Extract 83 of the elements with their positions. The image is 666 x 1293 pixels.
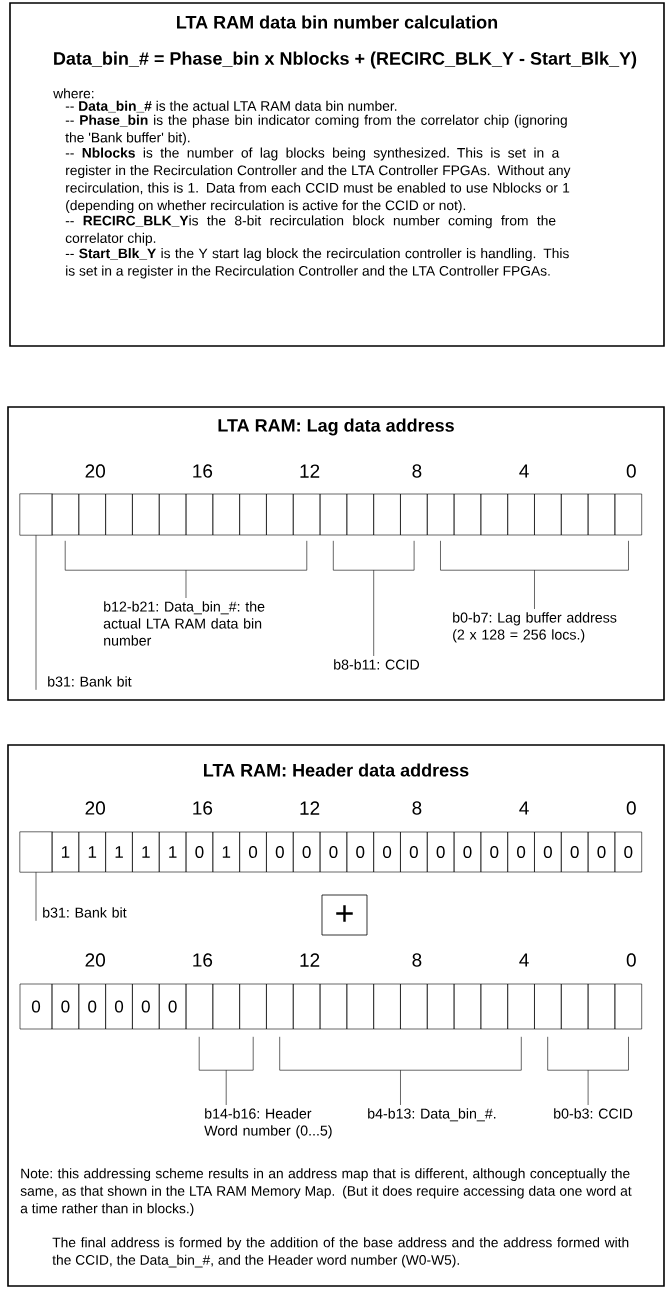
leader-line [185, 569, 187, 599]
bit-cell: 0 [132, 983, 160, 1030]
bit-number: 16 [193, 953, 213, 967]
bit-number: 0 [626, 953, 636, 967]
panel-title: LTA RAM data bin number calculation [177, 15, 498, 29]
bit-cell: 1 [132, 831, 160, 873]
bit-cell: 0 [185, 831, 214, 873]
bit-cell: 0 [78, 983, 106, 1030]
annotation: b12-b21: Data_bin_#: the actual LTA RAM data bin number [103, 601, 265, 646]
bit-cell: 0 [561, 831, 589, 873]
bit-cell: 1 [105, 831, 133, 873]
annotation: b31: Bank bit [48, 676, 132, 687]
annotation: b4-b13: Data_bin_#. [368, 1108, 496, 1122]
bit-cell: 0 [239, 831, 267, 873]
formula: Data_bin_# = Phase_bin x Nblocks + (RECIRC_BLK_Y - Start_Blk_Y) [54, 51, 637, 69]
bit-number: 20 [85, 801, 105, 815]
bit-number: 8 [412, 464, 422, 478]
annotation: b31: Bank bit [43, 907, 127, 918]
bit-number: 4 [519, 953, 529, 967]
where-label: where: [53, 88, 94, 99]
bit-cell: 0 [480, 831, 508, 873]
bullet-item: -- Nblocks is the number of lag blocks being synthesized. This is set in a register in the Recirculation Controller and the LTA Controller FPGAs. Without any recirculation, this is 1. Data from each CCID must be enabled to use Nblocks or 1 (depending on whether recirculation is active for the CCID or not). [65, 147, 571, 213]
bracket [547, 1036, 629, 1071]
leader-line [534, 569, 535, 610]
bit-cell: 0 [51, 983, 80, 1030]
bracket [198, 1036, 254, 1071]
leader-line [400, 1069, 401, 1106]
bit-cell: 1 [78, 831, 106, 873]
bit-cell [19, 493, 53, 536]
panel-title: LTA RAM: Lag data address [218, 418, 454, 436]
bit-cell: 0 [158, 983, 187, 1030]
bit-number: 8 [412, 801, 422, 815]
bit-number: 4 [519, 801, 529, 815]
note-text: Note: this addressing scheme results in an address map that is different, although conceptually the same, as that shown in the LTA RAM Memory Map. (But it does require accessing data one word at a time rather than in blocks.) [20, 1168, 632, 1217]
bullet-item: -- RECIRC_BLK_Yis the 8-bit recirculation block number coming from the correlator chip. [65, 215, 556, 246]
annotation: b0-b7: Lag buffer address (2 x 128 = 256 locs.) [453, 612, 617, 643]
bracket [333, 540, 415, 571]
bit-cell: 1 [158, 831, 187, 873]
bit-cell: 0 [346, 831, 374, 873]
bit-cell: 0 [400, 831, 428, 873]
bit-cell: 0 [19, 983, 53, 1030]
bracket [440, 540, 629, 571]
note-text: The final address is formed by the addition of the base address and the address formed with the CCID, the Data_bin_#, and the Header word number (W0-W5). [52, 1237, 629, 1268]
bit-cell: 0 [292, 831, 321, 873]
bit-cell: 1 [51, 831, 80, 873]
annotation: b14-b16: Header Word number (0...5) [204, 1108, 332, 1139]
bit-cell: 0 [587, 831, 616, 873]
bit-cell: 0 [426, 831, 455, 873]
bit-cell: 0 [266, 831, 294, 873]
annotation: b8-b11: CCID [334, 659, 420, 670]
bit-number: 0 [626, 464, 636, 478]
bit-number: 12 [300, 464, 320, 478]
bit-number: 20 [85, 953, 105, 967]
leader-line [373, 569, 374, 657]
bit-number: 20 [85, 464, 105, 478]
leader-line [225, 1069, 227, 1106]
panel-title: LTA RAM: Header data address [204, 763, 469, 777]
bit-cell: 0 [534, 831, 562, 873]
leader-line [587, 1069, 589, 1106]
bit-cell: 0 [453, 831, 482, 873]
bit-number: 16 [193, 464, 213, 478]
bit-number: 0 [626, 801, 636, 815]
leader-line [35, 534, 37, 691]
bit-cell: 0 [105, 983, 133, 1030]
bullet-item: -- Start_Blk_Y is the Y start lag block the recirculation controller is handling. This is set in a register in the Recirculation Controller and the LTA Controller FPGAs. [65, 248, 569, 279]
bit-cell: 0 [614, 831, 642, 873]
annotation: b0-b3: CCID [554, 1108, 633, 1119]
bit-cell: 1 [212, 831, 240, 873]
bit-cell: 0 [507, 831, 535, 873]
bracket [279, 1036, 522, 1071]
bit-cell [19, 831, 53, 873]
bit-number: 16 [193, 801, 213, 815]
bit-cell: 0 [373, 831, 401, 873]
bit-number: 12 [300, 801, 320, 815]
bit-number: 4 [519, 464, 529, 478]
leader-line [35, 871, 37, 922]
bit-number: 8 [412, 953, 422, 967]
bit-cell: 0 [319, 831, 348, 873]
plus-box: + [321, 894, 368, 936]
bracket [64, 540, 308, 571]
bullet-item: -- Data_bin_# is the actual LTA RAM data bin number. [65, 100, 397, 113]
bullet-item: -- Phase_bin is the phase bin indicator coming from the correlator chip (ignoring the 'Bank buffer' bit). [65, 114, 567, 146]
bit-number: 12 [300, 953, 320, 967]
